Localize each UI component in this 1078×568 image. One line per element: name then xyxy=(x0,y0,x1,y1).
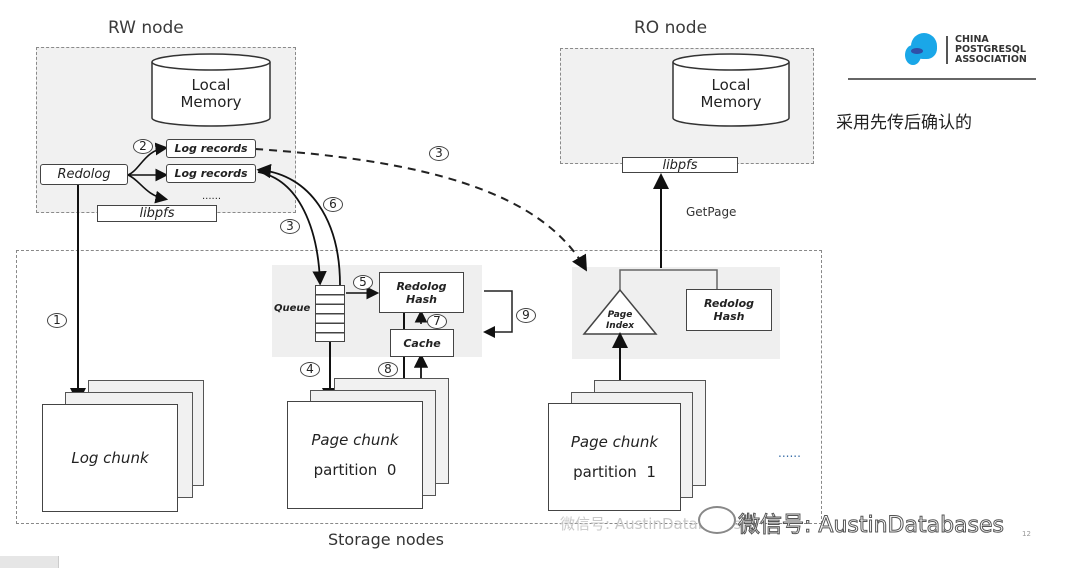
rw-node-title: RW node xyxy=(108,18,184,38)
step-2-marker: 2 xyxy=(133,139,153,154)
org-line-3: ASSOCIATION xyxy=(955,54,1027,65)
step-8-marker: 8 xyxy=(378,362,398,377)
org-line-1: CHINA xyxy=(955,34,989,45)
ro-local-memory-cylinder xyxy=(672,53,790,127)
redolog-box: Redolog xyxy=(40,164,128,185)
step-7-marker: 7 xyxy=(427,314,447,329)
rw-libpfs-box: libpfs xyxy=(97,205,217,222)
log-chunk: Log chunk xyxy=(42,404,178,512)
page-chunk-0-partition: partition 0 xyxy=(313,461,397,479)
queue-label: Queue xyxy=(274,303,311,314)
step-4-marker: 4 xyxy=(300,362,320,377)
side-caption: 采用先传后确认的 xyxy=(836,113,972,133)
watermark-faded: 微信号: AustinDatabases xyxy=(560,515,742,533)
page-chunk-0: Page chunk partition 0 xyxy=(287,401,423,509)
log-records-label-2: Log records xyxy=(174,167,248,180)
step-3-marker: 3 xyxy=(280,219,300,234)
log-records-box-2: Log records xyxy=(166,164,256,183)
association-logo xyxy=(905,33,939,65)
log-chunk-label: Log chunk xyxy=(71,449,149,467)
cache-label: Cache xyxy=(403,336,441,350)
page-index-label: Page Index xyxy=(605,310,635,331)
rw-local-memory-label: Local Memory xyxy=(180,76,242,111)
redolog-label: Redolog xyxy=(57,167,111,182)
rw-local-memory-cylinder xyxy=(151,53,271,127)
ro-redolog-hash-box: Redolog Hash xyxy=(686,289,772,331)
getpage-label: GetPage xyxy=(686,205,737,219)
log-records-ellipsis: ...... xyxy=(202,191,222,202)
watermark-text: 微信号: AustinDatabases xyxy=(738,513,1005,539)
page-chunk-1-partition: partition 1 xyxy=(573,463,656,481)
ro-redolog-hash-label: Redolog Hash xyxy=(703,297,754,323)
step-3-marker-dashed: 3 xyxy=(429,146,449,161)
redolog-hash-label: Redolog Hash xyxy=(396,279,447,306)
step-1-marker: 1 xyxy=(47,313,67,328)
step-6-marker: 6 xyxy=(323,197,343,212)
rw-libpfs-label: libpfs xyxy=(139,206,175,221)
ro-local-memory-label: Local Memory xyxy=(700,76,762,111)
association-name: CHINA POSTGRESQL ASSOCIATION xyxy=(955,35,1027,65)
storage-nodes-region xyxy=(16,250,822,524)
header-rule xyxy=(848,78,1036,80)
page-chunk-1: Page chunk partition 1 xyxy=(548,403,681,511)
page-number: 12 xyxy=(1022,530,1031,538)
watermark-wechat-icon xyxy=(698,506,736,534)
cache-box: Cache xyxy=(390,329,454,357)
queue-stack xyxy=(315,285,345,342)
ro-node-title: RO node xyxy=(634,18,708,38)
ro-libpfs-box: libpfs xyxy=(622,157,738,173)
org-line-2: POSTGRESQL xyxy=(955,44,1026,55)
log-records-box-1: Log records xyxy=(166,139,256,158)
redolog-hash-box: Redolog Hash xyxy=(379,272,464,313)
bottom-left-tab xyxy=(0,556,59,568)
logo-divider xyxy=(946,36,948,64)
more-partitions-ellipsis: ...... xyxy=(778,446,801,460)
step-5-marker: 5 xyxy=(353,275,373,290)
log-records-label-1: Log records xyxy=(174,142,248,155)
storage-nodes-label: Storage nodes xyxy=(328,530,444,549)
page-chunk-1-title: Page chunk xyxy=(570,433,659,451)
step-9-marker: 9 xyxy=(516,308,536,323)
page-chunk-0-title: Page chunk xyxy=(311,431,399,449)
ro-libpfs-label: libpfs xyxy=(662,157,698,173)
